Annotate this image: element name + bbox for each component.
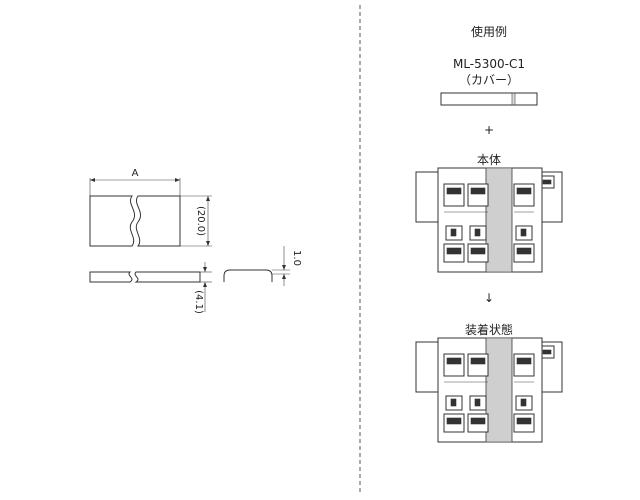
cover-side-view [89, 262, 212, 312]
dim-wall-label: 1.0 [291, 250, 302, 266]
terminal-block-installed [415, 337, 563, 443]
plus-sign: + [484, 123, 494, 137]
cover-bar [440, 92, 538, 106]
installed-label: 装着状態 [465, 322, 513, 337]
upper-terminals [443, 183, 535, 213]
lower-terminals [443, 225, 535, 263]
dim-a-label: A [132, 168, 139, 179]
dim-height-label: (20.0) [195, 206, 206, 236]
part-number: ML-5300-C1 [453, 57, 525, 71]
body-label: 本体 [477, 153, 501, 167]
terminal-block-body [415, 167, 563, 273]
dim-thickness-label: (4.1) [193, 290, 204, 314]
cover-cross-section [223, 246, 290, 286]
cover-top-view [89, 178, 212, 247]
part-name: （カバー） [459, 73, 519, 87]
down-arrow: ↓ [484, 291, 494, 305]
usage-title: 使用例 [471, 24, 507, 39]
